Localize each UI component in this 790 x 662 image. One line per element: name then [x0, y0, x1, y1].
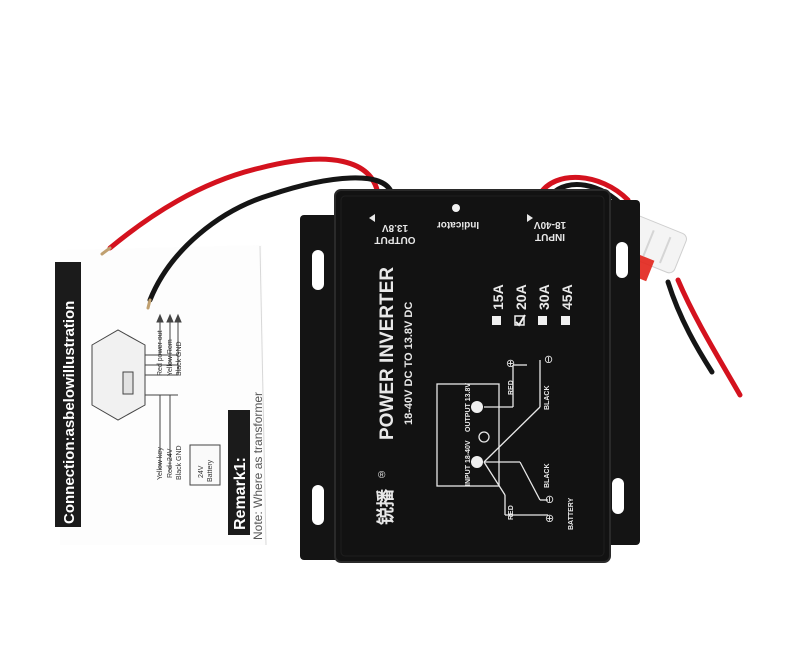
schematic-input-label: INPUT 18-40V: [465, 440, 472, 486]
input-black-wire-bottom: [665, 279, 715, 375]
black-wire-tip: [146, 298, 152, 310]
indicator-led: [452, 204, 460, 212]
wiring-schematic: [436, 360, 548, 516]
schematic-box: [436, 383, 500, 487]
output-terminal: [471, 401, 483, 413]
battery-minus-icon: ⊖: [544, 495, 556, 504]
mount-hole-bottom-right: [612, 478, 624, 514]
diagram-terminal-block: [122, 371, 134, 395]
option-20a-label: 20A: [513, 284, 529, 310]
option-45a-label: 45A: [559, 284, 575, 310]
output-wires: [100, 156, 395, 310]
option-30a-box: [538, 316, 547, 325]
input-voltage-label: 18-40V: [534, 219, 567, 230]
option-45a-box: [561, 316, 570, 325]
label-battery-24v: 24V: [198, 465, 205, 478]
input-red-wire-top: [537, 174, 631, 203]
left-mounting-flange: [300, 215, 340, 560]
input-red-wire-bottom: [675, 277, 743, 398]
remark-background: [228, 410, 250, 535]
label-black-gnd-top: Black GND: [176, 341, 183, 376]
checkmark-icon: [515, 314, 526, 327]
mount-hole-top-left: [312, 250, 324, 290]
schematic-output-label: OUTPUT 13.8V: [465, 383, 472, 432]
minus-icon: ⊖: [543, 355, 555, 364]
input-terminal: [471, 456, 483, 468]
output-arrow-icon: [369, 214, 375, 222]
label-black-gnd-bottom: Black GND: [176, 445, 183, 480]
device-subtitle: 18-40V DC TO 13.8V DC: [403, 302, 415, 425]
battery-plus-icon: ⊕: [544, 514, 556, 523]
output-voltage-label: 13.8V: [382, 222, 408, 233]
schematic-battery: BATTERY: [568, 497, 575, 530]
remark-banner: Remark1:: [228, 410, 250, 535]
schematic-black-bottom: BLACK: [544, 464, 551, 489]
output-label: OUTPUT: [374, 234, 415, 245]
power-inverter-device: 13.8V OUTPUT Indicator 18-40V INPUT POWE…: [300, 189, 640, 563]
schematic-labels: OUTPUT 13.8V INPUT 18-40V RED BLACK BLAC…: [465, 380, 575, 530]
brand-logo: 锐播: [375, 488, 396, 525]
remark-title: Remark1:: [232, 457, 249, 530]
instruction-manual: Connection:asbelowillustration Red power…: [55, 245, 267, 546]
schematic-black-top: BLACK: [544, 386, 551, 411]
manual-page-edge: [259, 245, 267, 546]
input-label: INPUT: [535, 231, 565, 242]
label-red-24v: Red+24V: [167, 448, 174, 478]
diagram-labels: Red power out Yellow Rem Black GND Yello…: [157, 330, 214, 482]
diagram-device-sketch: [91, 329, 146, 421]
device-body: [334, 189, 611, 563]
diagram-battery: [189, 444, 221, 486]
note-text: Note: Where as transformer: [251, 392, 265, 540]
manual-banner: Connection:asbelowillustration: [55, 262, 81, 527]
label-yellow-rem: Yellow Rem: [167, 339, 174, 376]
center-terminal: [478, 431, 490, 443]
indicator-label: Indicator: [437, 219, 479, 230]
mount-hole-top-right: [616, 242, 628, 278]
current-options: 15A 20A 30A 45A: [490, 284, 575, 327]
label-red-power-out: Red power out: [157, 330, 164, 376]
label-battery: Battery: [207, 459, 214, 482]
device-title: POWER INVERTER: [377, 267, 398, 440]
mount-hole-bottom-left: [312, 485, 324, 525]
option-30a: 30A: [536, 284, 552, 325]
red-wire-tip: [100, 246, 112, 256]
output-red-wire: [107, 156, 381, 251]
schematic-red-bottom: RED: [508, 505, 515, 520]
schematic-polarity: ⊕ ⊖ ⊖ ⊕: [505, 355, 556, 523]
option-30a-label: 30A: [536, 284, 552, 310]
option-45a: 45A: [559, 284, 575, 325]
banner-background: [55, 262, 81, 527]
label-yellow-key: Yellow key: [157, 447, 164, 480]
registered-mark: ®: [378, 470, 386, 481]
option-15a: 15A: [490, 284, 506, 325]
schematic-red-top: RED: [508, 380, 515, 395]
manual-wiring-diagram: [91, 313, 221, 486]
output-black-wire: [147, 175, 395, 303]
banner-text: Connection:asbelowillustration: [61, 301, 78, 524]
option-15a-label: 15A: [490, 284, 506, 310]
option-15a-box: [492, 316, 501, 325]
plus-icon: ⊕: [505, 359, 517, 368]
option-20a: 20A: [513, 284, 529, 327]
input-arrow-icon: [527, 214, 533, 222]
